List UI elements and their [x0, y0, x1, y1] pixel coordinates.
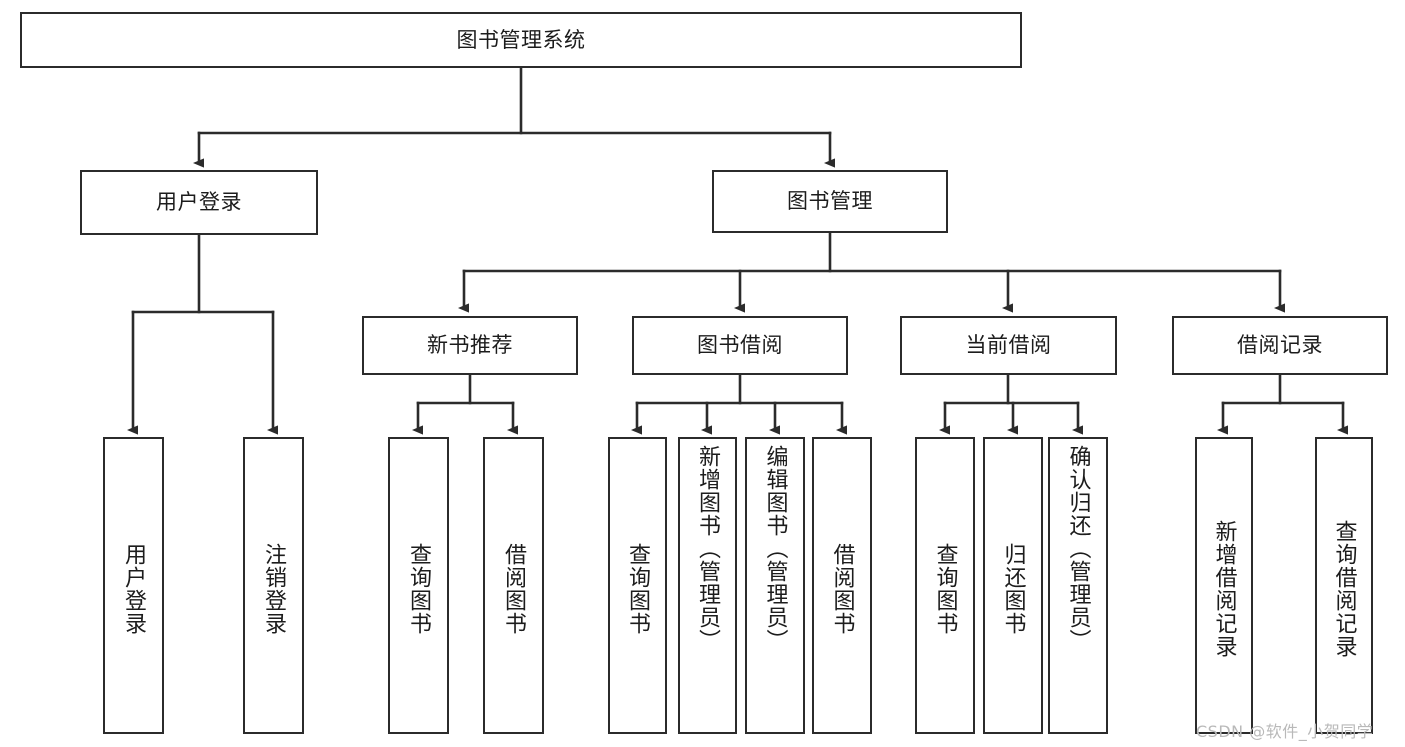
node-new-book-recommend[interactable]: 新书推荐 — [362, 316, 578, 375]
node-root-label: 图书管理系统 — [456, 27, 586, 52]
node-leaf-logout[interactable]: 注销登录 — [243, 437, 304, 734]
node-leaf-add-book-admin-label: 新增图书（管理员） — [695, 445, 721, 652]
node-root[interactable]: 图书管理系统 — [20, 12, 1022, 68]
node-current-borrow-label: 当前借阅 — [965, 333, 1052, 358]
node-leaf-confirm-return-admin-label: 确认归还（管理员） — [1065, 445, 1091, 652]
node-current-borrow[interactable]: 当前借阅 — [900, 316, 1117, 375]
node-book-borrow-label: 图书借阅 — [697, 333, 783, 358]
node-leaf-query-book-current[interactable]: 查询图书 — [915, 437, 975, 734]
node-borrow-records-label: 借阅记录 — [1237, 333, 1323, 358]
node-login-label: 用户登录 — [156, 190, 242, 215]
node-leaf-return-book-label: 归还图书 — [1000, 542, 1026, 635]
node-book-management[interactable]: 图书管理 — [712, 170, 948, 233]
node-leaf-borrow-book-recommend-label: 借阅图书 — [501, 542, 527, 635]
node-leaf-borrow-book[interactable]: 借阅图书 — [812, 437, 872, 734]
node-book-management-label: 图书管理 — [787, 189, 873, 214]
node-leaf-user-login-label: 用户登录 — [121, 542, 147, 635]
node-leaf-add-borrow-record[interactable]: 新增借阅记录 — [1195, 437, 1253, 734]
node-leaf-add-book-admin[interactable]: 新增图书（管理员） — [678, 437, 737, 734]
node-book-borrow[interactable]: 图书借阅 — [632, 316, 848, 375]
node-leaf-borrow-book-recommend[interactable]: 借阅图书 — [483, 437, 544, 734]
node-leaf-query-book-recommend-label: 查询图书 — [406, 542, 432, 635]
node-login[interactable]: 用户登录 — [80, 170, 318, 235]
node-leaf-edit-book-admin-label: 编辑图书（管理员） — [762, 445, 788, 652]
node-leaf-borrow-book-label: 借阅图书 — [829, 542, 855, 635]
node-leaf-query-borrow-record[interactable]: 查询借阅记录 — [1315, 437, 1373, 734]
node-leaf-user-login[interactable]: 用户登录 — [103, 437, 164, 734]
node-leaf-query-book-borrow-label: 查询图书 — [625, 542, 651, 635]
node-leaf-query-book-current-label: 查询图书 — [932, 542, 958, 635]
node-leaf-logout-label: 注销登录 — [261, 542, 287, 635]
node-leaf-add-borrow-record-label: 新增借阅记录 — [1211, 519, 1237, 658]
node-leaf-return-book[interactable]: 归还图书 — [983, 437, 1043, 734]
node-borrow-records[interactable]: 借阅记录 — [1172, 316, 1388, 375]
node-leaf-query-borrow-record-label: 查询借阅记录 — [1331, 519, 1357, 658]
node-leaf-query-book-recommend[interactable]: 查询图书 — [388, 437, 449, 734]
node-leaf-query-book-borrow[interactable]: 查询图书 — [608, 437, 667, 734]
node-new-book-recommend-label: 新书推荐 — [427, 333, 513, 358]
node-leaf-edit-book-admin[interactable]: 编辑图书（管理员） — [745, 437, 805, 734]
node-leaf-confirm-return-admin[interactable]: 确认归还（管理员） — [1048, 437, 1108, 734]
